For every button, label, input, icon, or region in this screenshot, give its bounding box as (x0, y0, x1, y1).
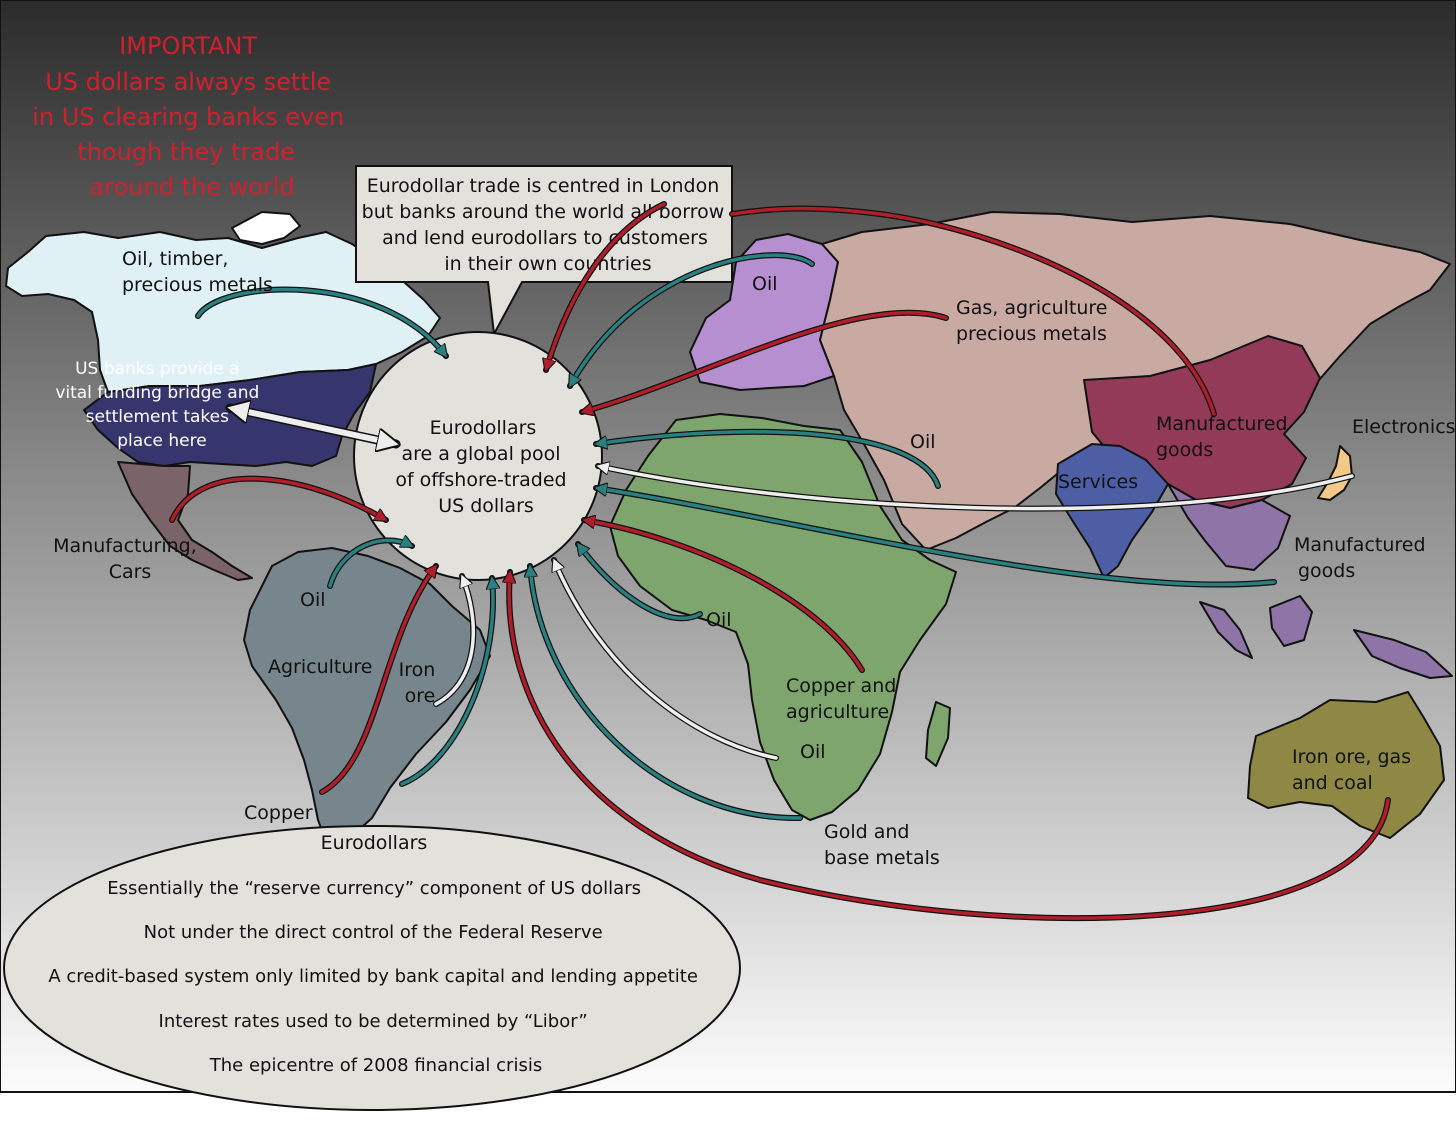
label-oil-europe: Oil (752, 273, 778, 295)
teal-arrow-se-asia (596, 488, 1276, 587)
region-greenland (231, 211, 301, 245)
flow-arrows (169, 201, 1391, 922)
teal-arrow-brazil (400, 578, 493, 786)
teal-arrow-gold (530, 566, 802, 820)
red-arrow-mexico (170, 476, 386, 520)
teal-arrow-europe-oil (570, 253, 814, 386)
fact-item: Not under the direct control of the Fede… (144, 922, 603, 943)
region-madagascar (925, 701, 951, 767)
label-iron-gas-coal: Iron ore, gas and coal (1292, 746, 1417, 794)
us-banks-line: US banks provide a (75, 359, 239, 379)
callout-line: in their own countries (444, 253, 651, 275)
teal-arrow-south-america-oil (328, 540, 412, 588)
important-note: IMPORTANT US dollars always settle in US… (32, 32, 352, 201)
label-oil-timber: Oil, timber, precious metals (122, 248, 273, 296)
callout-line: and lend eurodollars to customers (382, 227, 708, 249)
region-indonesia (1199, 595, 1453, 679)
red-arrow-london (546, 202, 666, 370)
red-arrow-china (730, 206, 1216, 416)
label-electronics: Electronics (1352, 416, 1456, 438)
label-oil-middle-east: Oil (910, 431, 936, 453)
white-arrow-south-africa-oil (554, 560, 778, 760)
red-arrow-central-africa (584, 520, 864, 672)
label-services: Services (1058, 471, 1138, 493)
label-oil-west-africa: Oil (706, 609, 732, 631)
region-se-asia (1167, 483, 1291, 571)
label-manufacturing-cars: Manufacturing, Cars (53, 535, 203, 583)
label-iron-ore: Iron ore (399, 659, 442, 707)
pool-text: Eurodollars are a global pool of offshor… (395, 417, 572, 517)
eurodollar-facts: Eurodollars Essentially the “reserve cur… (3, 825, 741, 1111)
important-line: US dollars always settle (45, 68, 331, 96)
us-banks-line: vital funding bridge and (55, 383, 259, 403)
region-india (1055, 443, 1169, 579)
label-manufactured-goods-se-asia: Manufactured goods (1294, 534, 1432, 582)
pool-line: Eurodollars (430, 417, 537, 439)
label-manufactured-goods-china: Manufactured goods (1156, 413, 1294, 461)
callout-line: Eurodollar trade is centred in London (367, 175, 720, 197)
important-line: in US clearing banks even (32, 103, 344, 131)
label-agriculture: Agriculture (268, 656, 373, 678)
teal-arrow-mideast (596, 430, 940, 488)
callout-box: Eurodollar trade is centred in London bu… (355, 165, 733, 338)
label-copper: Copper (244, 802, 313, 824)
region-africa (609, 413, 957, 821)
important-line: around the world (89, 173, 294, 201)
fact-item: Interest rates used to be determined by … (159, 1011, 588, 1032)
important-line: though they trade (77, 138, 295, 166)
region-south-america (243, 547, 491, 847)
white-arrow-us-bridge (230, 408, 396, 444)
label-oil-south-america: Oil (300, 589, 326, 611)
label-gold-base-metals: Gold and base metals (824, 821, 940, 869)
label-copper-agriculture: Copper and agriculture (786, 675, 902, 723)
facts-list: Essentially the “reserve currency” compo… (48, 878, 703, 1076)
pool-line: US dollars (438, 495, 534, 517)
facts-title: Eurodollars (321, 832, 428, 854)
teal-arrow-canada (196, 287, 446, 356)
us-banks-note: US banks provide a vital funding bridge … (55, 359, 264, 451)
white-arrow-iron-ore (434, 576, 476, 706)
us-banks-line: settlement takes (86, 407, 229, 427)
red-arrow-australia (509, 572, 1390, 920)
important-line: IMPORTANT (119, 32, 257, 60)
white-arrow-japan (598, 466, 1354, 511)
red-arrow-copper (320, 566, 436, 794)
fact-item: Essentially the “reserve currency” compo… (107, 878, 641, 899)
red-arrow-russia (582, 311, 948, 412)
fact-item: A credit-based system only limited by ba… (48, 966, 698, 987)
svg-text:Eurodollar trade is centred in: Eurodollar trade is centred in London bu… (362, 175, 731, 275)
region-labels: Oil, timber, precious metals Manufacturi… (53, 248, 1455, 869)
label-oil-south-africa: Oil (800, 741, 826, 763)
callout-line: but banks around the world all borrow (362, 201, 725, 223)
fact-item: The epicentre of 2008 financial crisis (209, 1055, 542, 1076)
teal-arrow-west-africa (578, 544, 702, 620)
region-mexico (117, 461, 253, 581)
pool-line: are a global pool (401, 443, 560, 465)
region-australia (1247, 691, 1445, 839)
region-japan (1317, 445, 1353, 501)
label-gas-agriculture: Gas, agriculture precious metals (956, 297, 1114, 345)
pool-line: of offshore-traded (395, 469, 566, 491)
eurodollar-pool-circle (353, 331, 603, 581)
us-banks-line: place here (117, 431, 206, 451)
